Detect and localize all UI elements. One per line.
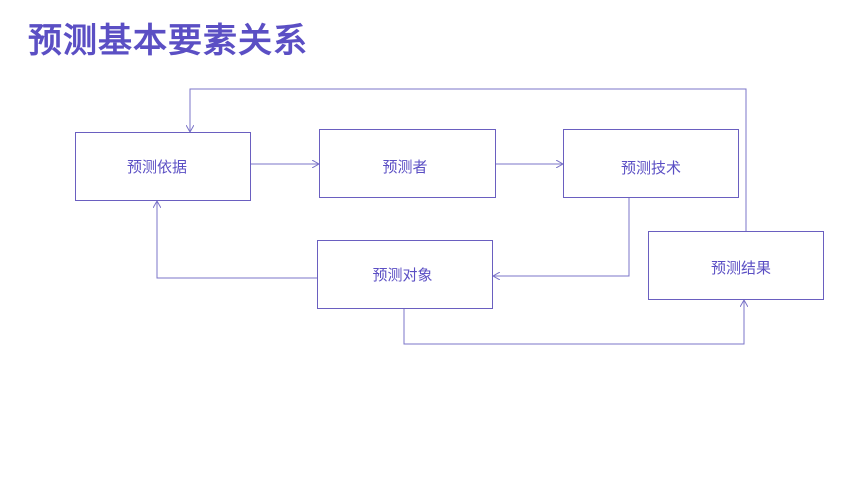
box-forecast-technique: 预测技术 <box>563 129 739 198</box>
box-forecaster-label: 预测者 <box>382 158 428 176</box>
box-forecast-result-label: 预测结果 <box>710 259 771 277</box>
box-forecast-basis-label: 预测依据 <box>126 158 187 176</box>
arrow-technique-to-object <box>493 198 630 276</box>
box-forecast-technique-label: 预测技术 <box>620 158 681 177</box>
box-forecast-basis: 预测依据 <box>75 132 251 201</box>
box-forecaster: 预测者 <box>319 129 496 198</box>
page-title: 预测基本要素关系 <box>28 21 308 61</box>
arrow-object-to-basis <box>157 201 317 279</box>
box-forecast-object: 预测对象 <box>317 240 493 309</box>
box-forecast-object-label: 预测对象 <box>372 266 433 284</box>
arrow-result-to-basis <box>190 88 747 231</box>
box-forecast-result: 预测结果 <box>648 231 824 300</box>
arrow-object-to-result <box>403 300 744 345</box>
